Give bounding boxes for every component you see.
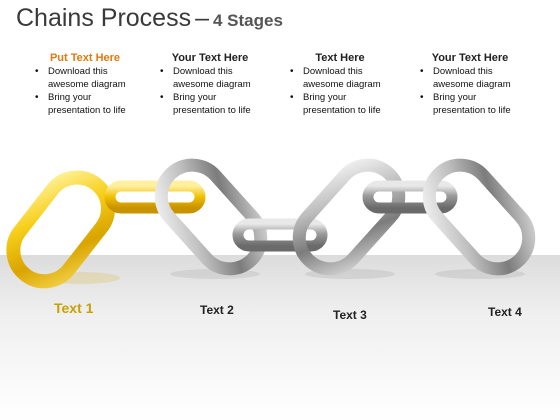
stage-3-heading: Text Here	[315, 52, 365, 64]
stage-4-heading: Your Text Here	[431, 52, 509, 64]
bullet-item: Download this awesome diagram	[290, 66, 395, 91]
stage-2-label: Text 2	[200, 303, 234, 317]
slide-title: Chains Process–4 Stages	[16, 4, 283, 33]
stage-3-label: Text 3	[333, 308, 367, 322]
silver-chain-link-5	[422, 158, 536, 276]
title-subtitle: 4 Stages	[212, 11, 283, 30]
chain-diagram	[6, 158, 536, 289]
bullet-item: Bring your presentation to life	[35, 92, 140, 117]
stage-1-heading: Put Text Here	[49, 52, 121, 64]
bullet-item: Bring your presentation to life	[290, 92, 395, 117]
stage-4-label: Text 4	[488, 305, 522, 319]
stage-1-label: Text 1	[54, 300, 94, 316]
stage-4-bullets: Download this awesome diagram Bring your…	[415, 66, 525, 117]
silver-chain-link-2	[232, 218, 328, 252]
silver-chain-link-1	[154, 158, 268, 276]
bullet-item: Bring your presentation to life	[420, 92, 525, 117]
stage-2-heading: Your Text Here	[171, 52, 249, 64]
stage-1-text-block: Put Text Here Download this awesome diag…	[30, 52, 140, 118]
gold-chain-link-2	[104, 180, 206, 214]
bullet-item: Bring your presentation to life	[160, 92, 265, 117]
title-dash: –	[195, 4, 209, 32]
stage-1-bullets: Download this awesome diagram Bring your…	[30, 66, 140, 117]
stage-3-text-block: Text Here Download this awesome diagram …	[285, 52, 395, 118]
reflective-floor	[0, 255, 560, 420]
bullet-item: Download this awesome diagram	[160, 66, 265, 91]
gold-chain-link-1	[6, 170, 116, 289]
silver-chain-link-4	[362, 180, 458, 214]
bullet-item: Download this awesome diagram	[420, 66, 525, 91]
bullet-item: Download this awesome diagram	[35, 66, 140, 91]
chain-reflection	[40, 269, 525, 284]
stage-2-bullets: Download this awesome diagram Bring your…	[155, 66, 265, 117]
silver-chain-link-3	[292, 158, 406, 276]
stage-3-bullets: Download this awesome diagram Bring your…	[285, 66, 395, 117]
stage-4-text-block: Your Text Here Download this awesome dia…	[415, 52, 525, 118]
stage-2-text-block: Your Text Here Download this awesome dia…	[155, 52, 265, 118]
title-main: Chains Process	[16, 4, 192, 32]
